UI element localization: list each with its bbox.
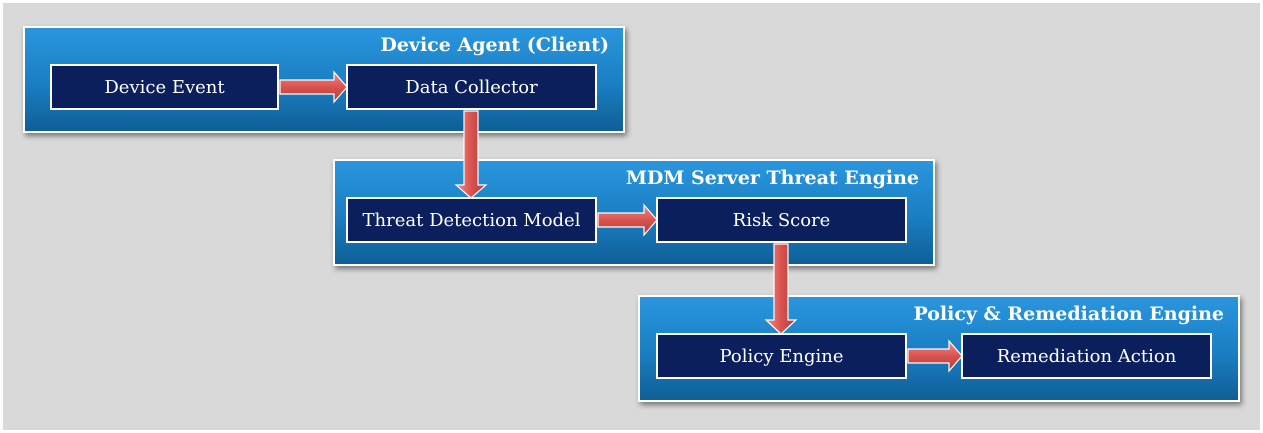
node-threat-detection-model: Threat Detection Model [346, 197, 597, 243]
node-device-event: Device Event [50, 64, 279, 110]
group-title-device-agent: Device Agent (Client) [380, 34, 609, 56]
group-title-policy-remediation: Policy & Remediation Engine [913, 303, 1224, 325]
node-remediation-action: Remediation Action [961, 333, 1212, 379]
node-data-collector: Data Collector [346, 64, 597, 110]
node-risk-score: Risk Score [656, 197, 907, 243]
node-policy-engine: Policy Engine [656, 333, 907, 379]
group-title-mdm-server: MDM Server Threat Engine [625, 167, 919, 189]
